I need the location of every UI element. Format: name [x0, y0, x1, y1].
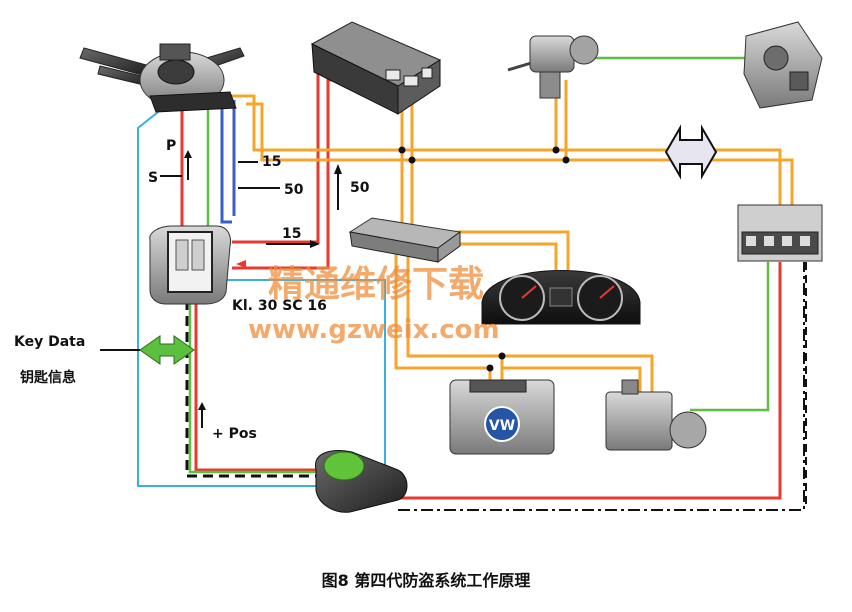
abs-module [605, 379, 707, 451]
orange-wire-abs-a [502, 366, 642, 392]
orange-wire-gw-vw-a [394, 252, 492, 380]
orange-wire-gw-cluster-a [450, 230, 570, 272]
instrument-cluster [481, 270, 641, 325]
figure-caption: 图8 第四代防盗系统工作原理 [322, 571, 531, 590]
label-s: S [148, 170, 158, 186]
label-terminal-50-a: 50 [284, 182, 304, 198]
vw-control-unit: VW [449, 379, 555, 455]
black-dashed-wire [185, 300, 320, 478]
red-wire-main [194, 300, 320, 472]
orange-wire-abs-b [490, 354, 654, 392]
wiring [137, 56, 807, 511]
label-p: P [166, 138, 176, 154]
junction-dot [486, 364, 494, 372]
orange-wire-gw-cluster-b [450, 242, 558, 272]
label-key-data-cn: 钥匙信息 [20, 369, 76, 386]
watermark-url: www.gzweix.com [248, 315, 500, 345]
gearbox-unit [743, 21, 823, 109]
label-kl30: Kl. 30 SC 16 [232, 298, 327, 314]
steering-lock-motor [507, 35, 599, 99]
junction-dot [552, 146, 560, 154]
orange-wire-top-2 [246, 102, 794, 205]
junction-dot [398, 146, 406, 154]
can-bus-arrow [664, 124, 718, 180]
vw-logo-icon [484, 406, 520, 442]
green-wire-abs [690, 262, 770, 412]
blue-wire-1 [220, 108, 232, 224]
junction-dot [498, 352, 506, 360]
label-pos: + Pos [212, 426, 257, 442]
junction-dot [562, 156, 570, 164]
junction-dot [408, 156, 416, 164]
label-terminal-15-a: 15 [262, 154, 281, 170]
key-transponder [315, 450, 408, 513]
watermark-cn: 精通维修下载 [268, 264, 484, 305]
red-wire-bottom [398, 262, 782, 500]
label-terminal-50-b: 50 [350, 180, 370, 196]
orange-wire-top [228, 94, 782, 205]
key-data-arrow-icon [139, 335, 195, 365]
green-wire-left [188, 300, 320, 474]
steering-column-switch [79, 43, 245, 113]
ignition-lock [149, 225, 231, 305]
signal-arrows [100, 150, 342, 428]
vw-logo-text: VW [489, 418, 515, 434]
right-control-unit [737, 204, 823, 262]
cyan-wire [137, 111, 320, 487]
label-key-data: Key Data [14, 334, 85, 350]
engine-control-unit [310, 21, 442, 115]
label-terminal-15-b: 15 [282, 226, 301, 242]
gateway-module [348, 217, 462, 263]
